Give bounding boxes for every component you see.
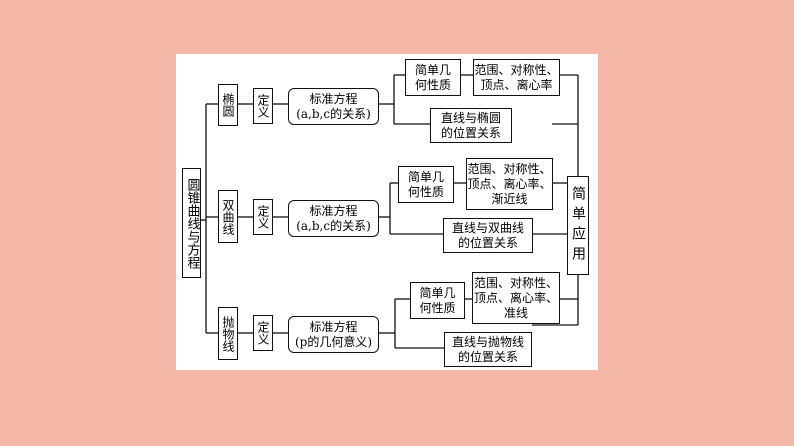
- line-relation-box-hyperbola: 直线与双曲线 的位置关系: [443, 218, 533, 253]
- properties-box-ellipse: 范围、对称性、 顶点、离心率: [473, 59, 560, 96]
- curve-box-ellipse: 椭圆: [218, 84, 238, 126]
- curve-box-hyperbola: 双曲线: [218, 190, 238, 243]
- line-relation-box-parabola: 直线与抛物线 的位置关系: [444, 332, 532, 367]
- geometry-box-parabola: 简单几 何性质: [410, 282, 465, 319]
- definition-box-hyperbola: 定义: [253, 199, 273, 235]
- curve-box-parabola: 抛物线: [218, 307, 238, 360]
- summary-box: 简单应用: [567, 176, 589, 275]
- equation-box-parabola: 标准方程 (p的几何意义): [288, 316, 379, 353]
- definition-box-parabola: 定义: [253, 315, 273, 351]
- line-relation-box-ellipse: 直线与椭圆 的位置关系: [430, 108, 512, 143]
- equation-box-hyperbola: 标准方程 (a,b,c的关系): [288, 200, 379, 237]
- definition-box-ellipse: 定义: [253, 88, 273, 124]
- properties-box-hyperbola: 范围、对称性、 顶点、离心率、 渐近线: [466, 158, 553, 210]
- root-box: 圆锥曲线与方程: [182, 168, 201, 278]
- properties-box-parabola: 范围、对称性、 顶点、离心率、 准线: [472, 272, 560, 324]
- geometry-box-hyperbola: 简单几 何性质: [398, 166, 454, 203]
- equation-box-ellipse: 标准方程 (a,b,c的关系): [288, 88, 379, 125]
- geometry-box-ellipse: 简单几 何性质: [405, 59, 461, 96]
